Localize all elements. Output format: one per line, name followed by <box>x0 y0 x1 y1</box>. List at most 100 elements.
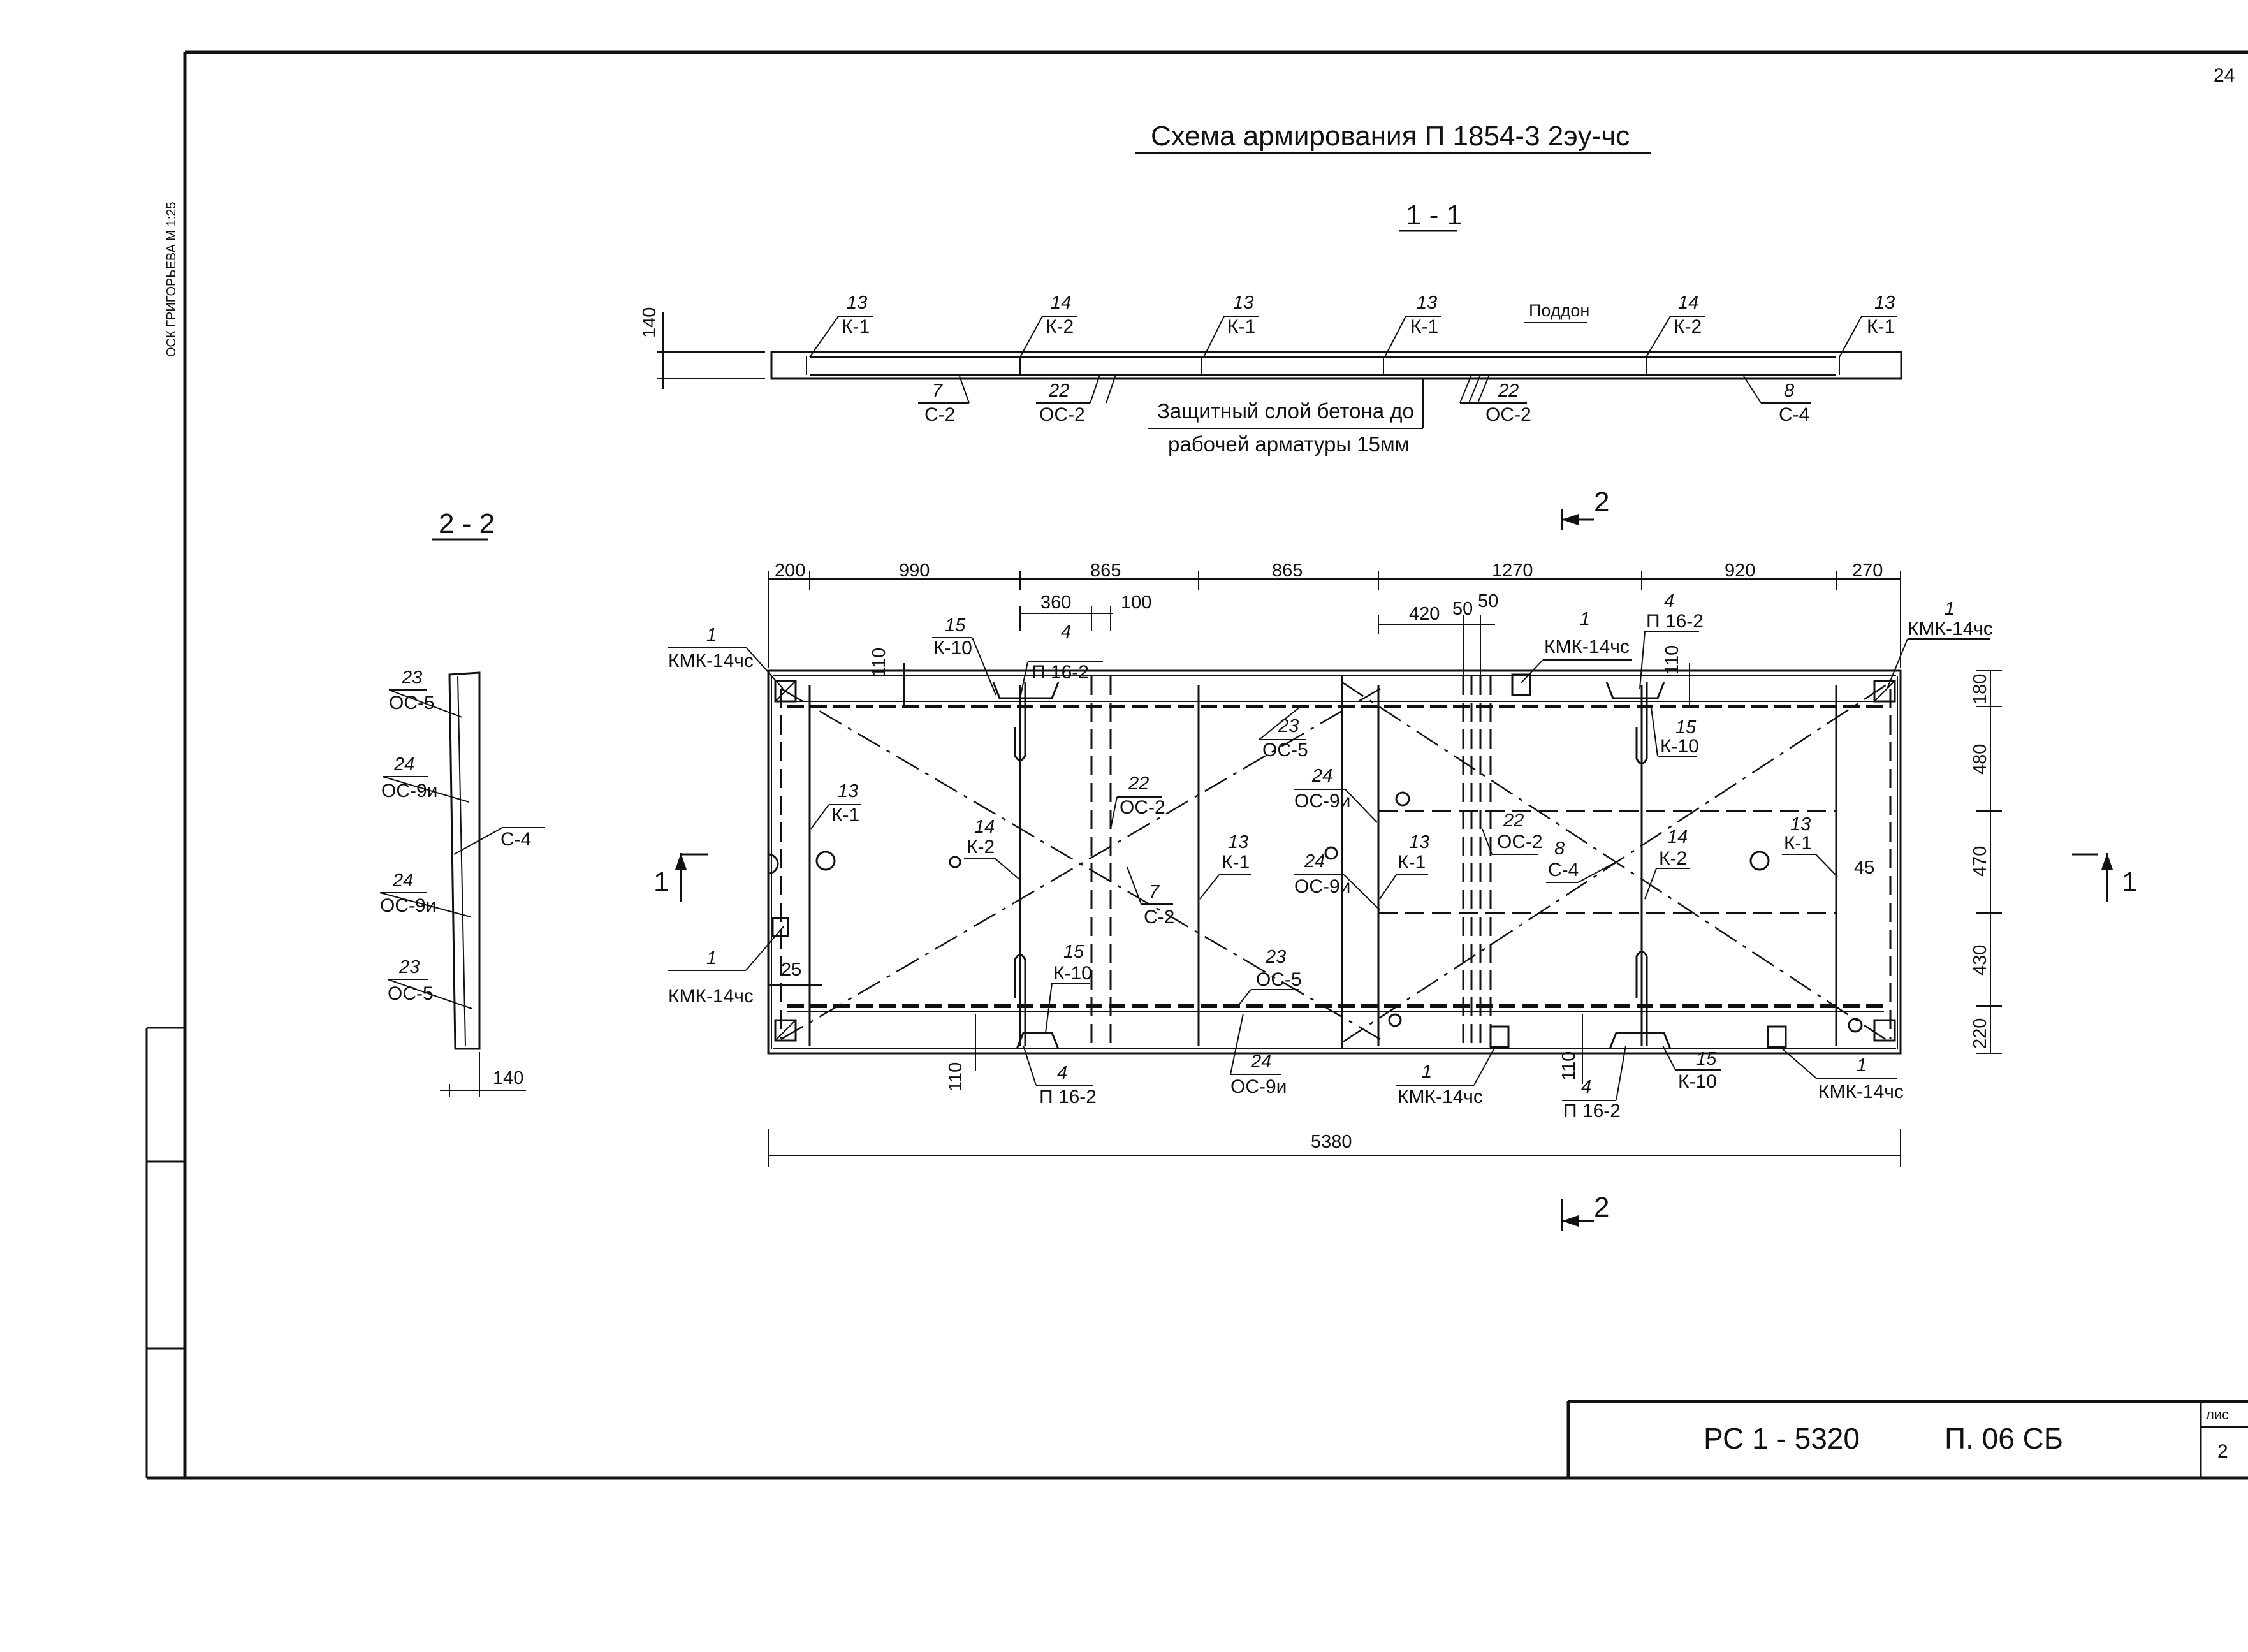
list-label: лис <box>2206 1407 2229 1422</box>
svg-text:КМК-14чс: КМК-14чс <box>668 986 754 1007</box>
svg-text:15: 15 <box>1696 1049 1717 1069</box>
callout: 15 К-10 <box>932 615 996 696</box>
svg-text:23: 23 <box>1278 716 1299 736</box>
section-2-2: 2 - 2 140 23 ОС-5 24 ОС-9и С-4 24 <box>379 508 545 1097</box>
document-number: П. 06 СБ <box>1945 1422 2063 1455</box>
svg-text:П 16-2: П 16-2 <box>1563 1100 1621 1122</box>
callout: 4 П 16-2 <box>1639 591 1704 689</box>
callout: 1 КМК-14чс <box>668 925 785 1007</box>
dim-220: 220 <box>1970 1018 1990 1049</box>
dim-180: 180 <box>1970 674 1990 705</box>
svg-text:КМК-14чс: КМК-14чс <box>1908 618 1993 640</box>
svg-text:К-10: К-10 <box>1660 736 1699 757</box>
callout: 13 К-1 <box>809 293 873 358</box>
svg-text:К-1: К-1 <box>1222 852 1250 873</box>
callout: 8 С-4 <box>1743 376 1811 425</box>
callout: 1 КМК-14чс <box>1396 1046 1496 1107</box>
dim-920: 920 <box>1725 560 1755 581</box>
svg-text:13: 13 <box>1233 293 1253 313</box>
callout: 22 ОС-2 <box>1459 374 1531 425</box>
svg-text:4: 4 <box>1061 622 1071 642</box>
svg-text:2: 2 <box>1594 1192 1609 1223</box>
svg-text:С-4: С-4 <box>1779 404 1809 425</box>
callout: 14 К-2 <box>1019 293 1077 358</box>
svg-text:1: 1 <box>2122 866 2137 898</box>
svg-text:24: 24 <box>393 754 414 775</box>
svg-text:1: 1 <box>1422 1062 1432 1082</box>
svg-text:13: 13 <box>1874 293 1895 313</box>
svg-text:К-1: К-1 <box>1410 316 1438 337</box>
svg-text:22: 22 <box>1048 381 1069 401</box>
section-marker-1-right: 1 <box>2072 853 2137 902</box>
svg-text:КМК-14чс: КМК-14чс <box>668 650 754 671</box>
svg-text:8: 8 <box>1784 381 1794 401</box>
svg-text:15: 15 <box>945 615 966 636</box>
callout: 15 К-10 <box>1045 942 1092 1034</box>
svg-text:К-1: К-1 <box>831 805 859 826</box>
page-number: 24 <box>2214 65 2235 86</box>
dim-420: 420 <box>1409 604 1440 624</box>
callout: 13 К-1 <box>1199 832 1251 900</box>
svg-text:22: 22 <box>1498 381 1519 401</box>
svg-text:1: 1 <box>1945 599 1955 619</box>
callout: 1 КМК-14чс <box>1887 599 1993 689</box>
svg-text:14: 14 <box>1051 293 1071 313</box>
callout: 4 П 16-2 <box>1562 1045 1626 1122</box>
callout: 24 ОС-9и <box>1294 851 1381 911</box>
callout: 8 С-4 <box>1546 838 1617 883</box>
section-2-2-title: 2 - 2 <box>439 508 495 539</box>
svg-text:К-10: К-10 <box>1678 1071 1717 1092</box>
svg-text:ОС-2: ОС-2 <box>1120 797 1165 818</box>
svg-text:ОС-2: ОС-2 <box>1485 404 1531 425</box>
svg-text:13: 13 <box>1790 814 1811 835</box>
svg-text:П 16-2: П 16-2 <box>1032 662 1089 683</box>
callout: 24 ОС-9и <box>1294 766 1378 823</box>
callout: 1 КМК-14чс <box>1520 609 1632 684</box>
svg-text:ОС-9и: ОС-9и <box>381 780 437 801</box>
svg-text:К-1: К-1 <box>1867 316 1895 337</box>
dim-865b: 865 <box>1272 560 1303 581</box>
svg-text:14: 14 <box>974 817 995 837</box>
dim-110-d: 110 <box>1559 1051 1579 1081</box>
svg-text:1: 1 <box>653 866 669 898</box>
svg-text:К-2: К-2 <box>1674 316 1702 337</box>
callout: 13 К-1 <box>1384 293 1441 358</box>
svg-text:4: 4 <box>1581 1077 1591 1097</box>
dim-865a: 865 <box>1090 560 1121 581</box>
svg-text:1: 1 <box>706 948 717 969</box>
dim-50a: 50 <box>1452 599 1473 619</box>
callout: 1 КМК-14чс <box>1779 1046 1904 1102</box>
svg-text:2: 2 <box>1594 486 1609 518</box>
svg-text:С-4: С-4 <box>1548 859 1579 881</box>
dim-110-a: 110 <box>869 648 889 677</box>
svg-text:1: 1 <box>1580 609 1590 629</box>
cover-note-line1: Защитный слой бетона до <box>1157 399 1414 423</box>
svg-text:23: 23 <box>1265 947 1286 967</box>
callout: 23 ОС-5 <box>1236 947 1302 1008</box>
cover-note-line2: рабочей арматуры 15мм <box>1168 432 1409 456</box>
pallet-label: Поддон <box>1529 301 1589 320</box>
callout: 4 П 16-2 <box>1023 1045 1097 1107</box>
svg-text:8: 8 <box>1554 838 1565 859</box>
svg-text:13: 13 <box>838 781 858 801</box>
section-marker-2-bottom: 2 <box>1561 1192 1609 1231</box>
drawing-code: РС 1 - 5320 <box>1704 1422 1860 1455</box>
svg-text:КМК-14чс: КМК-14чс <box>1544 636 1630 657</box>
svg-text:ОС-9и: ОС-9и <box>1294 791 1350 812</box>
svg-text:13: 13 <box>1417 293 1437 313</box>
side-stamp: ОСК ГРИГОРЬЕВА М 1:25 <box>164 201 179 357</box>
callout: 4 П 16-2 <box>1019 622 1103 699</box>
dim-50b: 50 <box>1478 591 1498 611</box>
svg-text:22: 22 <box>1128 773 1149 794</box>
dim-430: 430 <box>1970 945 1990 976</box>
callout: 13 К-1 <box>1379 832 1429 900</box>
callout: 22 ОС-2 <box>1110 773 1165 830</box>
svg-text:4: 4 <box>1664 591 1674 611</box>
svg-text:К-2: К-2 <box>1659 848 1687 869</box>
list-number: 2 <box>2217 1441 2228 1462</box>
svg-text:КМК-14чс: КМК-14чс <box>1398 1086 1483 1107</box>
dim-1270: 1270 <box>1492 560 1533 581</box>
svg-text:7: 7 <box>1149 882 1160 902</box>
callout: 13 К-1 <box>1782 814 1838 877</box>
plan-view: 2 2 1 1 <box>653 486 2137 1231</box>
